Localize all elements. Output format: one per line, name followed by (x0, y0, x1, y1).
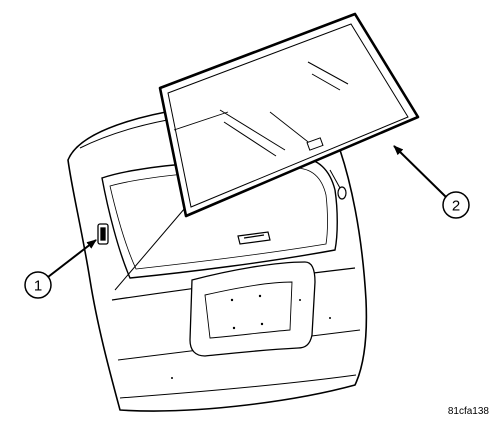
callout-1-circle (24, 271, 52, 299)
bottom-sill (119, 374, 357, 399)
callout-1: 1 (24, 239, 97, 299)
alignment-guide-lines (114, 169, 341, 291)
callout-2-circle (442, 191, 470, 219)
callout-2-leader (393, 145, 447, 198)
wiper-pivot (337, 186, 347, 200)
liftgate-handle (237, 231, 271, 245)
callout-1-label: 1 (34, 278, 42, 295)
license-plate-recess (189, 261, 316, 357)
callout-2: 2 (393, 145, 470, 219)
figure-code: 81cfa138 (447, 406, 489, 417)
callout-1-leader (47, 239, 97, 278)
liftgate-glass (158, 12, 420, 218)
plate-bolt-dots (171, 294, 331, 379)
callout-2-label: 2 (452, 198, 460, 215)
glass-retainer-clip (97, 223, 109, 245)
